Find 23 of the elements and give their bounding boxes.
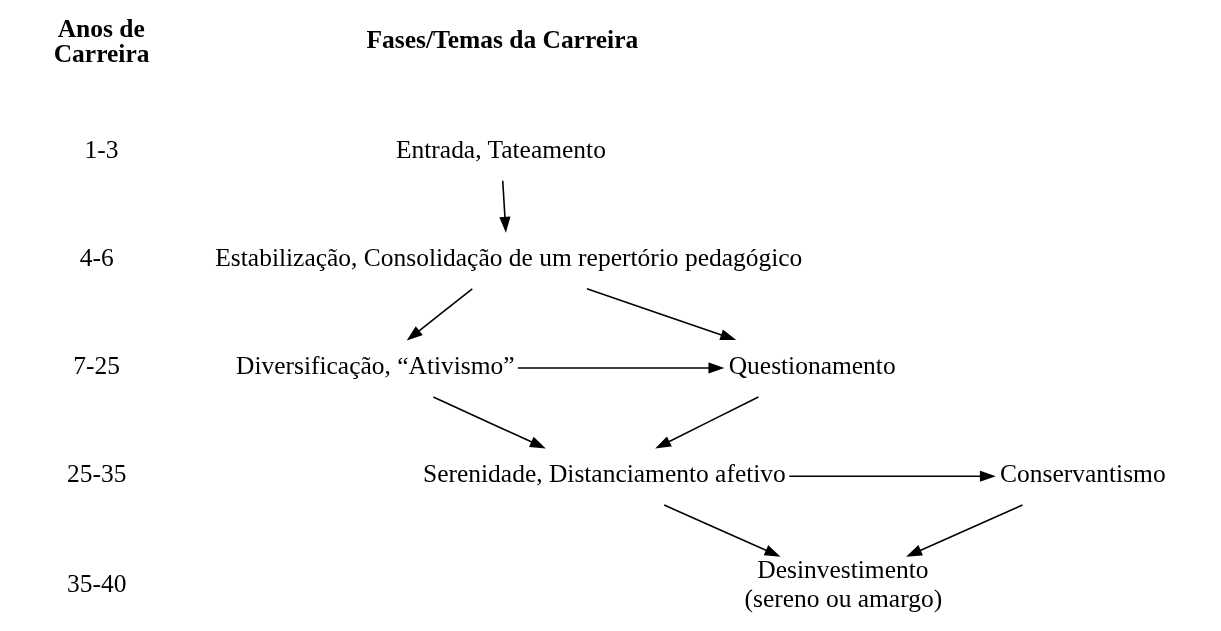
arrow xyxy=(906,504,1024,557)
label: Fases/Temas da Carreira xyxy=(366,24,639,54)
node-text: Questionamento xyxy=(728,351,896,381)
arrow xyxy=(499,179,511,233)
arrow xyxy=(663,504,781,557)
label: 4-6 xyxy=(79,242,114,272)
arrow xyxy=(406,288,474,341)
node-text: Entrada, Tateamento xyxy=(395,134,606,164)
node-text: Conservantismo xyxy=(1000,459,1166,489)
arrow xyxy=(655,396,760,449)
label: 7-25 xyxy=(73,351,121,381)
node-text: Diversificação, “Ativismo” xyxy=(236,351,515,381)
node-text: Estabilização, Consolidação de um repertório pedagógico xyxy=(215,242,803,272)
label: 1-3 xyxy=(84,134,119,164)
label: 35-40 xyxy=(67,569,127,599)
node-text: Desinvestimento (sereno ou amargo) xyxy=(744,554,943,613)
node-text: Serenidade, Distanciamento afetivo xyxy=(423,459,786,489)
arrow xyxy=(788,470,996,482)
arrow xyxy=(517,362,725,374)
label: Anos de Carreira xyxy=(53,13,150,69)
arrow xyxy=(586,287,737,341)
arrow xyxy=(432,396,546,449)
label: 25-35 xyxy=(67,459,127,489)
